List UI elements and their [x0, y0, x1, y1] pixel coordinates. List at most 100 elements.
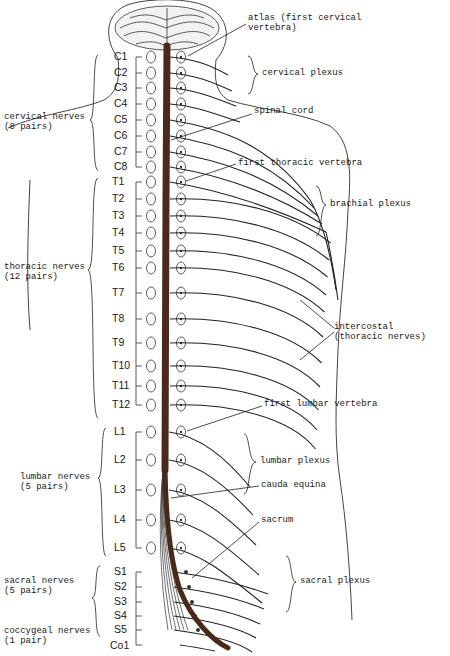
left-arm-line [28, 180, 30, 330]
level-label: C1 [114, 50, 127, 62]
vertebra [177, 176, 186, 188]
vertebra [177, 484, 186, 496]
spinal-nerve [170, 293, 323, 337]
level-label: L5 [114, 541, 126, 553]
level-label: T8 [112, 312, 124, 324]
leader-line [300, 300, 334, 328]
vertebra-dot [180, 519, 182, 521]
level-tick [136, 152, 142, 153]
level-label: T1 [112, 175, 124, 187]
level-label: T2 [112, 192, 124, 204]
anatomy-label: sacrum [261, 515, 293, 525]
leader-line [187, 406, 262, 431]
level-tick [136, 630, 142, 631]
spinal-nerve [174, 572, 268, 594]
vertebra [147, 82, 156, 94]
level-label: C2 [114, 66, 127, 78]
vertebra [177, 426, 186, 438]
level-tick [136, 432, 142, 433]
section-brace [98, 428, 106, 556]
level-label: C4 [114, 97, 127, 109]
level-tick [136, 405, 142, 406]
vertebra-dot [180, 151, 182, 153]
vertebra [177, 146, 186, 158]
vertebra-dot [180, 459, 182, 461]
vertebra [177, 542, 186, 554]
anatomy-label: thoracic nerves (12 pairs) [4, 262, 92, 283]
level-tick [136, 645, 142, 646]
level-label: C8 [114, 160, 127, 172]
level-tick [136, 490, 142, 491]
level-tick [136, 386, 142, 387]
level-tick [136, 216, 142, 217]
anatomy-label: first thoracic vertebra [238, 158, 362, 168]
level-label: S2 [114, 580, 127, 592]
vertebra [147, 98, 156, 110]
spinal-nerve [170, 57, 228, 75]
level-tick [136, 104, 142, 105]
vertebra [147, 146, 156, 158]
vertebra [147, 227, 156, 239]
level-label: T10 [112, 359, 130, 371]
vertebra [147, 484, 156, 496]
spinal-nerve [170, 251, 326, 295]
arm-nerve [326, 232, 338, 300]
vertebra [147, 176, 156, 188]
right-torso [336, 210, 352, 620]
level-label: L3 [114, 483, 126, 495]
anatomy-label: cauda equina [261, 480, 326, 490]
level-label: T6 [112, 261, 124, 273]
spinal-nerve [170, 405, 316, 449]
level-tick [136, 460, 142, 461]
level-label: T4 [112, 226, 124, 238]
vertebra [147, 51, 156, 63]
filum-terminale [165, 470, 228, 648]
vertebra-dot [180, 119, 182, 121]
vertebra [147, 337, 156, 349]
vertebra [147, 454, 156, 466]
brain-midline [167, 8, 168, 48]
spinal-nerve [170, 319, 322, 363]
spinal-nerve [170, 104, 240, 122]
sacral-foramen [190, 600, 194, 604]
level-tick [136, 587, 142, 588]
spinal-cord [165, 46, 167, 470]
leader-line [188, 24, 246, 56]
arm-nerve [310, 200, 336, 290]
vertebra-dot [180, 547, 182, 549]
level-tick [136, 268, 142, 269]
level-label: T5 [112, 244, 124, 256]
level-bracket [136, 57, 137, 167]
section-brace [90, 55, 98, 170]
vertebra-dot [180, 431, 182, 433]
anatomy-label: cervical nerves (8 pairs) [4, 112, 92, 133]
anatomy-label: coccygeal nerves (1 pair) [4, 626, 96, 647]
level-label: C7 [114, 145, 127, 157]
plexus-brace [286, 556, 296, 612]
vertebra [147, 287, 156, 299]
vertebra [147, 426, 156, 438]
vertebra [147, 514, 156, 526]
vertebra [147, 380, 156, 392]
section-brace [92, 566, 100, 636]
spinal-nerve [170, 233, 328, 277]
level-tick [136, 366, 142, 367]
level-label: L4 [114, 513, 126, 525]
section-brace [88, 178, 98, 418]
level-tick [136, 199, 142, 200]
anatomy-label: sacral nerves (5 pairs) [4, 576, 84, 597]
level-tick [136, 167, 142, 168]
plexus-brace [248, 56, 258, 94]
vertebra [177, 51, 186, 63]
level-tick [136, 602, 142, 603]
level-label: S5 [114, 623, 127, 635]
level-bracket [136, 182, 137, 405]
spinal-nerve [174, 616, 256, 638]
level-tick [136, 57, 142, 58]
level-tick [136, 572, 142, 573]
anatomy-label: spinal cord [254, 106, 313, 116]
vertebra [147, 399, 156, 411]
anatomy-label: sacral plexus [300, 576, 370, 586]
anatomy-label: first lumbar vertebra [264, 399, 377, 409]
level-tick [136, 182, 142, 183]
